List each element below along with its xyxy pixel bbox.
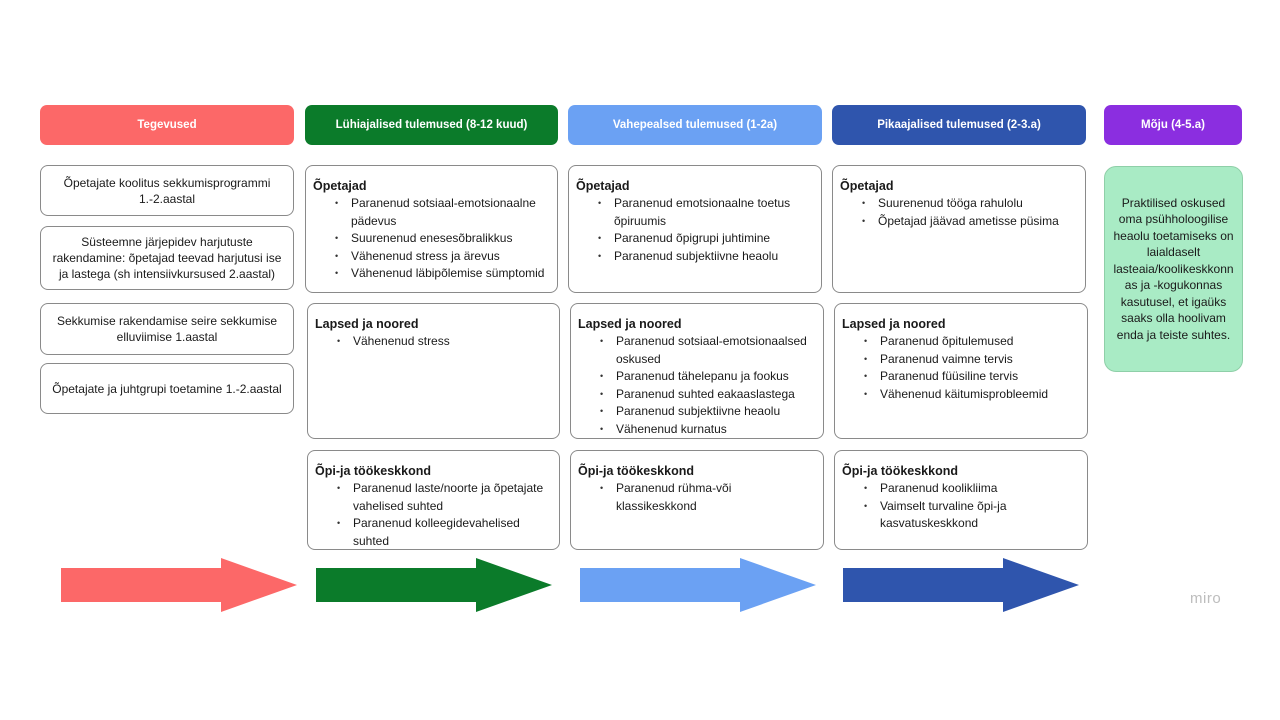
intermediate-environment-box[interactable]: Õpi-ja töökeskkond Paranenud rühma-või k… (570, 450, 824, 550)
list-item: Vähenenud kurnatus (600, 421, 815, 439)
activity-box[interactable]: Süsteemne järjepidev harjutuste rakendam… (40, 226, 294, 290)
impact-text: Praktilised oskused oma psühholoogilise … (1113, 195, 1234, 342)
activity-box[interactable]: Õpetajate koolitus sekkumisprogrammi 1.-… (40, 165, 294, 216)
arrow-right-icon (843, 558, 1079, 612)
short-term-environment-box[interactable]: Õpi-ja töökeskkond Paranenud laste/noort… (307, 450, 560, 550)
intermediate-teachers-box[interactable]: Õpetajad Paranenud emotsionaalne toetus … (568, 165, 822, 293)
intermediate-children-box[interactable]: Lapsed ja noored Paranenud sotsiaal-emot… (570, 303, 824, 439)
arrow-right-icon (316, 558, 552, 612)
list-item: Paranenud sotsiaal-emotsionaalsed oskuse… (600, 333, 815, 368)
activity-text: Õpetajate koolitus sekkumisprogrammi 1.-… (63, 175, 271, 206)
list-item: Paranenud emotsionaalne toetus õpiruumis (598, 195, 813, 230)
group-title: Lapsed ja noored (842, 317, 946, 331)
list-item: Paranenud subjektiivne heaolu (598, 248, 813, 266)
group-title: Õpi-ja töökeskkond (315, 464, 431, 478)
list-item: Paranenud õpitulemused (864, 333, 1079, 351)
list-item: Suurenenud tööga rahulolu (862, 195, 1077, 213)
header-intermediate[interactable]: Vahepealsed tulemused (1-2a) (568, 105, 822, 145)
arrow-right-icon (580, 558, 816, 612)
list-item: Vähenenud käitumisprobleemid (864, 386, 1079, 404)
activity-text: Süsteemne järjepidev harjutuste rakendam… (52, 235, 282, 281)
activity-box[interactable]: Sekkumise rakendamise seire sekkumise el… (40, 303, 294, 355)
header-short-term[interactable]: Lühiajalised tulemused (8-12 kuud) (305, 105, 558, 145)
header-impact[interactable]: Mõju (4-5.a) (1104, 105, 1242, 145)
activity-text: Sekkumise rakendamise seire sekkumise el… (56, 314, 278, 344)
activity-box[interactable]: Õpetajate ja juhtgrupi toetamine 1.-2.aa… (40, 363, 294, 414)
group-title: Õpetajad (576, 179, 630, 193)
list-item: Vaimselt turvaline õpi-ja kasvatuskeskko… (864, 498, 1079, 533)
list-item: Paranenud laste/noorte ja õpetajate vahe… (337, 480, 551, 515)
group-title: Õpetajad (840, 179, 894, 193)
list-item: Paranenud füüsiline tervis (864, 368, 1079, 386)
short-term-teachers-box[interactable]: Õpetajad Paranenud sotsiaal-emotsionaaln… (305, 165, 558, 293)
miro-watermark: miro (1190, 590, 1222, 607)
list-item: Suurenenud enesesõbralikkus (335, 230, 549, 248)
long-term-children-box[interactable]: Lapsed ja noored Paranenud õpitulemused … (834, 303, 1088, 439)
header-activities[interactable]: Tegevused (40, 105, 294, 145)
list-item: Vähenenud stress ja ärevus (335, 248, 549, 266)
list-item: Paranenud suhted eakaaslastega (600, 386, 815, 404)
list-item: Õpetajad jäävad ametisse püsima (862, 213, 1077, 231)
list-item: Paranenud koolikliima (864, 480, 1079, 498)
impact-box[interactable]: Praktilised oskused oma psühholoogilise … (1104, 166, 1243, 372)
long-term-environment-box[interactable]: Õpi-ja töökeskkond Paranenud koolikliima… (834, 450, 1088, 550)
list-item: Vähenenud läbipõlemise sümptomid (335, 265, 549, 283)
list-item: Paranenud õpigrupi juhtimine (598, 230, 813, 248)
group-title: Lapsed ja noored (578, 317, 682, 331)
long-term-teachers-box[interactable]: Õpetajad Suurenenud tööga rahulolu Õpeta… (832, 165, 1086, 293)
list-item: Paranenud kolleegidevahelised suhted (337, 515, 551, 550)
list-item: Vähenenud stress (337, 333, 551, 351)
header-long-term[interactable]: Pikaajalised tulemused (2-3.a) (832, 105, 1086, 145)
list-item: Paranenud rühma-või klassikeskkond (600, 480, 815, 515)
list-item: Paranenud sotsiaal-emotsionaalne pädevus (335, 195, 549, 230)
activity-text: Õpetajate ja juhtgrupi toetamine 1.-2.aa… (52, 381, 282, 396)
list-item: Paranenud tähelepanu ja fookus (600, 368, 815, 386)
group-title: Õpi-ja töökeskkond (842, 464, 958, 478)
short-term-children-box[interactable]: Lapsed ja noored Vähenenud stress (307, 303, 560, 439)
group-title: Õpi-ja töökeskkond (578, 464, 694, 478)
list-item: Paranenud subjektiivne heaolu (600, 403, 815, 421)
list-item: Paranenud vaimne tervis (864, 351, 1079, 369)
arrow-right-icon (61, 558, 297, 612)
group-title: Lapsed ja noored (315, 317, 419, 331)
group-title: Õpetajad (313, 179, 367, 193)
